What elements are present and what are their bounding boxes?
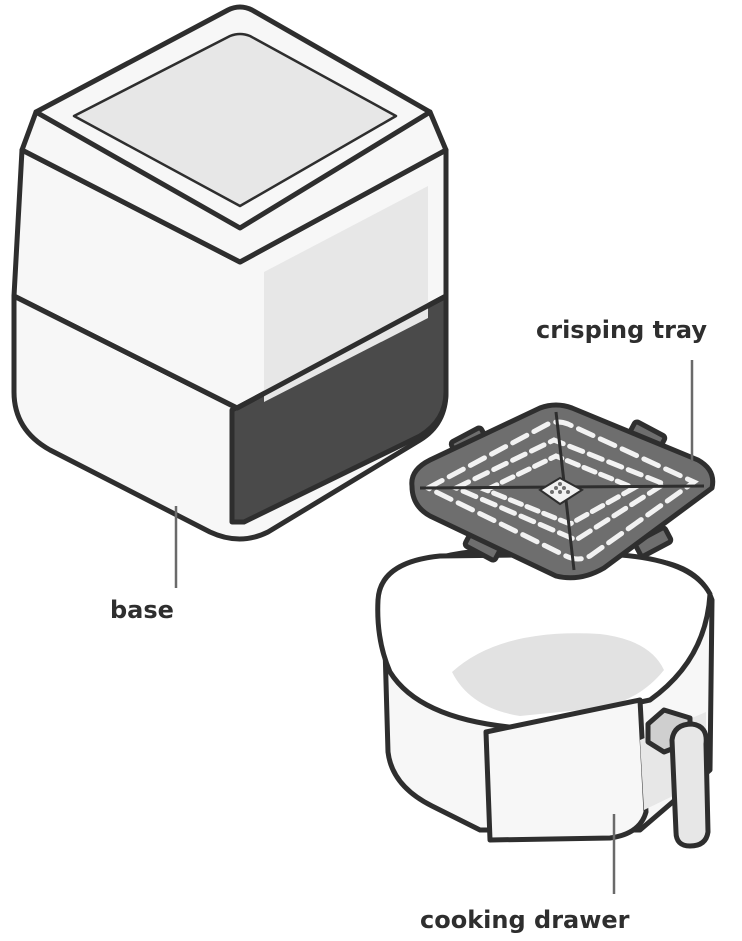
base-label: base xyxy=(110,596,174,624)
crisping-tray-label: crisping tray xyxy=(536,316,707,344)
drawer-handle-grip xyxy=(672,724,708,846)
cooking-drawer-label: cooking drawer xyxy=(420,906,630,934)
cooking-drawer xyxy=(378,552,712,846)
base-unit xyxy=(14,7,446,539)
